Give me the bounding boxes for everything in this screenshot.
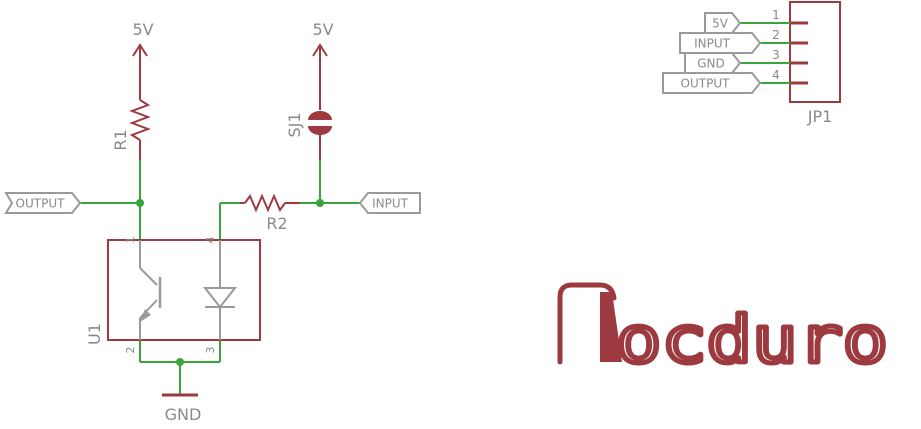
jp1-body — [789, 1, 841, 103]
junction-ground — [176, 358, 184, 366]
sj1-label: SJ1 — [285, 112, 304, 137]
u1-pin-4: 4 — [204, 237, 217, 244]
sj1-top-pad — [308, 111, 332, 120]
emitter-arrow — [140, 309, 151, 322]
r2-label: R2 — [266, 214, 287, 233]
u1-label: U1 — [85, 323, 104, 345]
junction-input — [316, 199, 324, 207]
r1-symbol — [129, 99, 151, 141]
wires — [80, 160, 360, 395]
jp1-label-output: OUTPUT — [681, 77, 731, 91]
supply-label-left: 5V — [132, 20, 153, 39]
r1-label: R1 — [111, 129, 130, 150]
ground-symbol: GND — [162, 393, 202, 424]
supply-arrow-left — [132, 43, 148, 57]
ground-label: GND — [165, 405, 202, 424]
jp1-label-gnd: GND — [697, 57, 725, 71]
net-label-output: OUTPUT — [4, 192, 82, 214]
junction-output — [136, 199, 144, 207]
optocoupler-u1: 1 2 3 4 U1 — [85, 237, 261, 354]
sj1-bottom-pad — [308, 126, 332, 135]
supply-5v-right: 5V — [312, 20, 334, 110]
connector-jp1: 5V INPUT GND OUTPUT 1 2 3 4 JP1 — [662, 1, 841, 126]
jp1-pin-1: 1 — [772, 8, 780, 22]
u1-pin-1: 1 — [124, 237, 137, 244]
supply-arrow-right — [312, 43, 328, 57]
jp1-label-5v: 5V — [712, 17, 729, 31]
logo-wordmark: ocduro — [616, 304, 888, 378]
led-triangle — [202, 287, 238, 309]
logo-n-wedge — [600, 292, 622, 362]
supply-label-right: 5V — [312, 20, 333, 39]
jp1-label-input: INPUT — [694, 37, 731, 51]
r2-symbol — [244, 193, 286, 213]
supply-5v-left: 5V — [132, 20, 154, 100]
junctions — [136, 199, 324, 366]
output-net-text: OUTPUT — [16, 197, 66, 211]
solder-jumper-sj1: SJ1 — [285, 111, 332, 160]
input-net-text: INPUT — [372, 197, 409, 211]
jp1-pin-3: 3 — [772, 48, 780, 62]
resistor-r2: R2 — [240, 193, 300, 233]
net-label-input: INPUT — [358, 192, 421, 214]
resistor-r1: R1 — [111, 99, 151, 160]
brand-logo: ocduro — [557, 282, 891, 381]
jp1-label: JP1 — [807, 107, 833, 126]
jp1-pin-4: 4 — [772, 68, 780, 82]
u1-body — [107, 239, 261, 341]
u1-pin-2: 2 — [124, 347, 137, 354]
logo-n-arch — [557, 282, 617, 365]
jp1-pin-2: 2 — [772, 28, 780, 42]
u1-pin-3: 3 — [204, 347, 217, 354]
